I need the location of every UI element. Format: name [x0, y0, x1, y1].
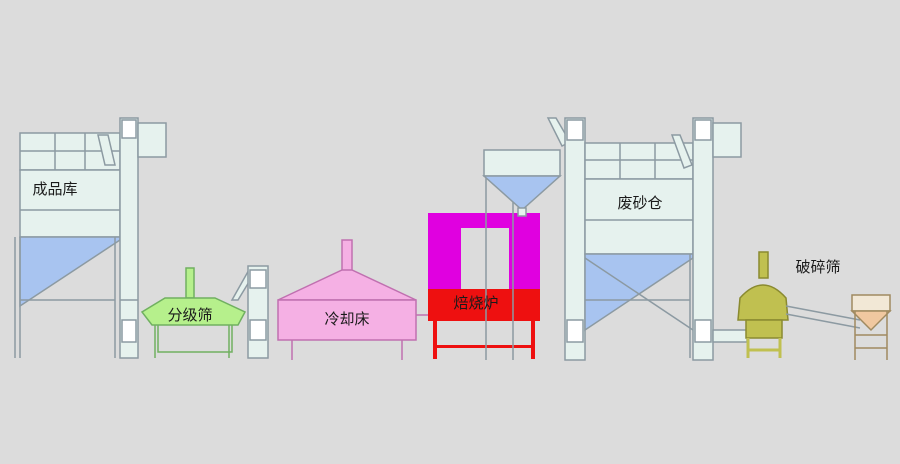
feed-hopper — [482, 117, 572, 217]
label-roasting-furnace: 焙烧炉 — [453, 294, 498, 312]
label-crushing-screen: 破碎筛 — [795, 258, 840, 276]
product-silo — [14, 132, 121, 358]
label-waste-sand-silo: 废砂仓 — [617, 194, 662, 212]
roasting-furnace — [428, 213, 540, 359]
bucket-elevator — [119, 117, 167, 359]
bucket-elevator — [692, 117, 748, 361]
cooling-bed — [277, 239, 432, 360]
label-grading-screen: 分级筛 — [167, 306, 212, 324]
bucket-elevator — [564, 117, 586, 361]
crushing-screen — [737, 251, 861, 358]
feed-bin — [850, 294, 892, 360]
furnace-support-frame — [485, 175, 514, 360]
label-product-silo: 成品库 — [32, 180, 77, 198]
label-cooling-bed: 冷却床 — [324, 310, 369, 328]
waste-sand-silo — [584, 134, 694, 358]
bucket-elevator — [230, 265, 269, 359]
grading-screen — [140, 267, 247, 358]
